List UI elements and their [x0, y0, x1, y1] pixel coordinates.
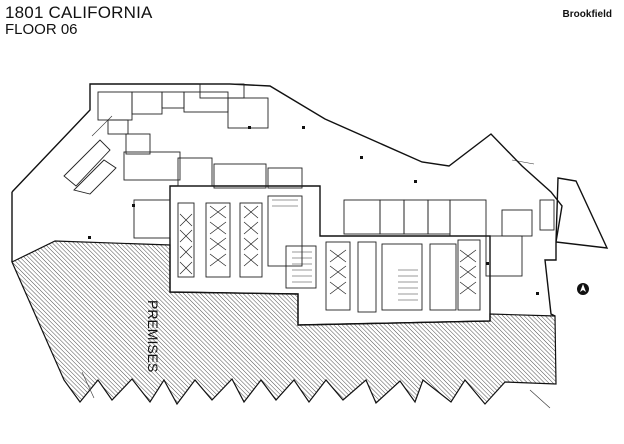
- east-offices: [343, 199, 555, 277]
- structural-columns: [88, 126, 539, 295]
- north-arrow-icon: [577, 283, 589, 295]
- building-core: [169, 185, 491, 326]
- brand-logo: Brookfield: [562, 9, 612, 20]
- core-shafts: [177, 195, 481, 313]
- premises-area[interactable]: [11, 240, 557, 406]
- north-offices: [63, 83, 303, 239]
- floor-label: FLOOR 06: [5, 21, 78, 38]
- premises-label: PREMISES: [145, 300, 161, 372]
- building-title: 1801 CALIFORNIA: [5, 3, 153, 22]
- street-labels: [81, 115, 551, 409]
